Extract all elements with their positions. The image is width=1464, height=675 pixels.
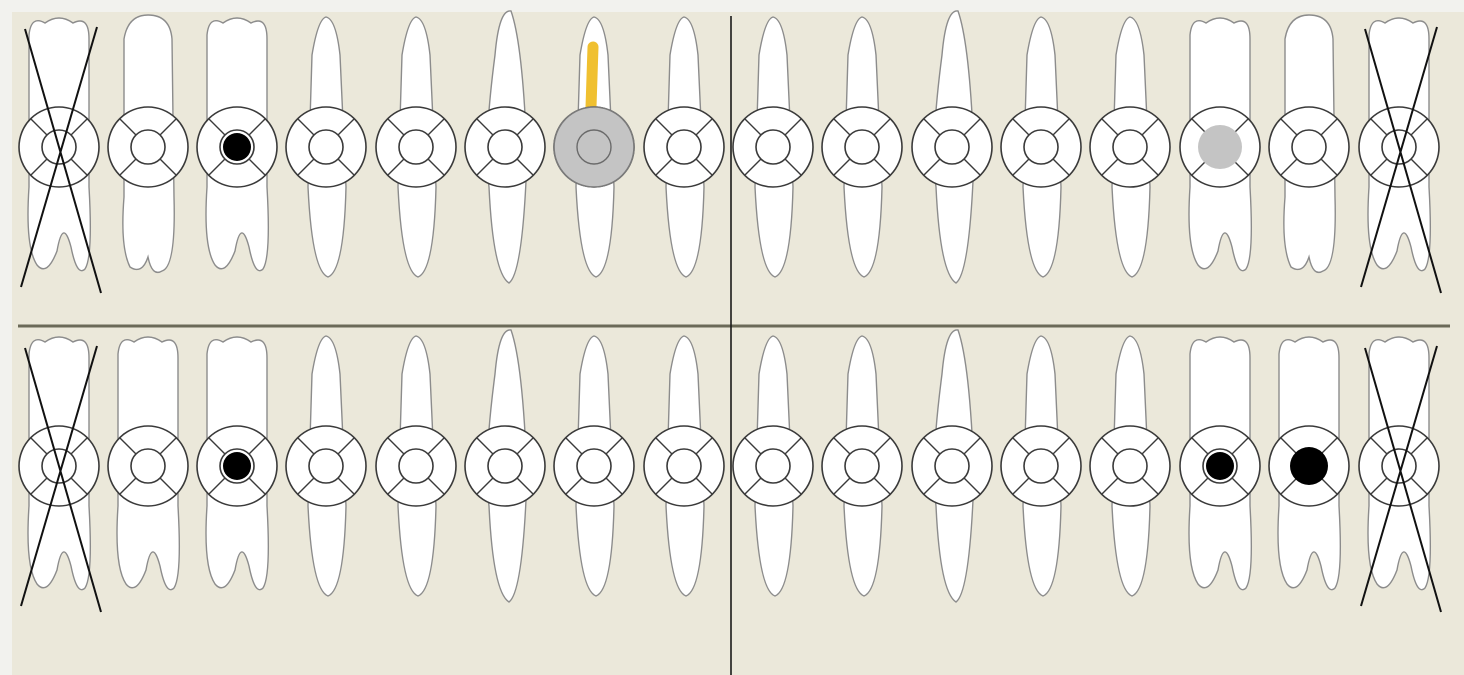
occlusal-surface[interactable]: [131, 449, 165, 483]
occlusal-surface[interactable]: [845, 130, 879, 164]
occlusal-surface[interactable]: [1024, 449, 1058, 483]
occlusal-surface[interactable]: [1024, 130, 1058, 164]
occlusal-surface[interactable]: [935, 449, 969, 483]
occlusal-surface[interactable]: [667, 449, 701, 483]
filling-mark: [554, 107, 634, 187]
occlusal-surface[interactable]: [488, 130, 522, 164]
occlusal-surface[interactable]: [756, 130, 790, 164]
occlusal-surface[interactable]: [399, 130, 433, 164]
occlusal-surface[interactable]: [1292, 130, 1326, 164]
occlusal-surface[interactable]: [845, 449, 879, 483]
lower-tooth-14[interactable]: [1180, 337, 1260, 590]
lower-tooth-2[interactable]: [108, 337, 188, 590]
caries-mark: [1206, 452, 1234, 480]
occlusal-surface[interactable]: [1113, 130, 1147, 164]
occlusal-surface[interactable]: [309, 449, 343, 483]
caries-mark: [1290, 447, 1328, 485]
occlusal-surface[interactable]: [1113, 449, 1147, 483]
caries-mark: [223, 452, 251, 480]
upper-tooth-14[interactable]: [1180, 18, 1260, 271]
occlusal-surface[interactable]: [488, 449, 522, 483]
caries-mark: [223, 133, 251, 161]
occlusal-surface[interactable]: [935, 130, 969, 164]
occlusal-surface[interactable]: [131, 130, 165, 164]
occlusal-surface[interactable]: [309, 130, 343, 164]
occlusal-surface[interactable]: [399, 449, 433, 483]
occlusal-surface[interactable]: [577, 449, 611, 483]
occlusal-surface[interactable]: [756, 449, 790, 483]
occlusal-surface[interactable]: [667, 130, 701, 164]
lower-tooth-3[interactable]: [197, 337, 277, 590]
lower-tooth-15[interactable]: [1269, 337, 1349, 590]
filling-mark: [1198, 125, 1242, 169]
upper-tooth-3[interactable]: [197, 18, 277, 271]
root-canal-filling: [591, 47, 593, 107]
